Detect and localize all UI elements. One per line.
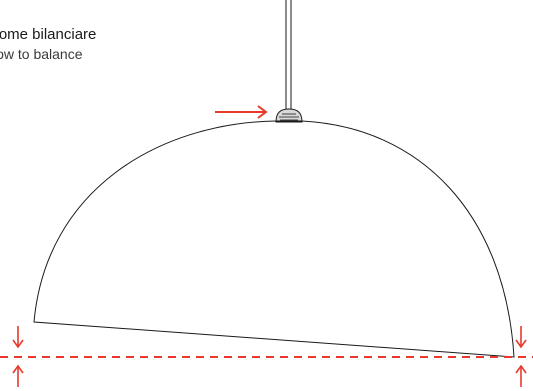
arrow-up-right-icon	[515, 364, 527, 387]
arrow-up-left-icon	[12, 364, 24, 387]
caption-title: Come bilanciare	[0, 26, 97, 43]
arrow-right-icon	[215, 105, 268, 119]
suspension-cable	[285, 0, 292, 110]
caption-subtitle: How to balance	[0, 46, 83, 62]
arrow-down-left-icon	[12, 326, 24, 349]
arrow-down-right-icon	[515, 326, 527, 349]
lamp-shade	[33, 120, 515, 358]
lamp-fitting	[275, 108, 303, 123]
caption-block: Come bilanciare How to balance	[0, 10, 290, 70]
